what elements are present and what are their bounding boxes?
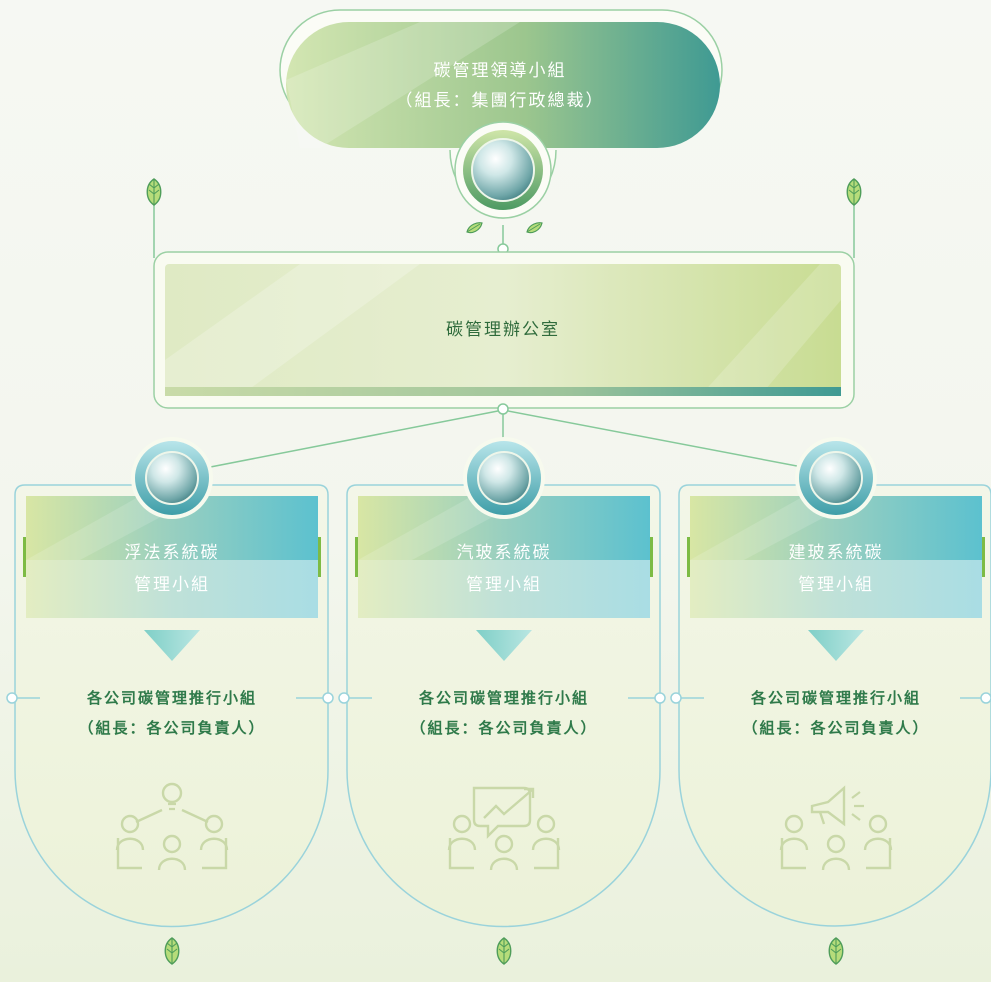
company-group-line1: 各公司碳管理推行小組: [86, 689, 257, 707]
leadership-node: [279, 9, 723, 255]
system-title-2: 汽玻系統碳 管理小組: [358, 537, 650, 601]
connector-lines: [153, 205, 855, 471]
system-column-1: [6, 437, 334, 965]
system-title-3: 建玻系統碳 管理小組: [690, 537, 982, 601]
system-title-line2: 管理小組: [134, 575, 210, 595]
leaf-icon: [466, 222, 483, 234]
leaf-icon: [526, 222, 543, 234]
leaf-icon: [146, 178, 162, 206]
leaf-icon: [828, 937, 844, 965]
system-title-line1: 建玻系統碳: [788, 543, 884, 563]
system-title-line1: 浮法系統碳: [124, 543, 220, 563]
team-megaphone-icon: [779, 785, 893, 872]
leadership-title-line2: （組長：集團行政總裁）: [395, 91, 605, 111]
company-group-line2: （組長：各公司負責人）: [78, 719, 266, 737]
company-group-text-3: 各公司碳管理推行小組 （組長：各公司負責人）: [696, 683, 976, 743]
system-column-2: [338, 437, 666, 965]
leadership-title-line1: 碳管理領導小組: [433, 61, 567, 81]
leaf-icon: [846, 178, 862, 206]
company-group-line1: 各公司碳管理推行小組: [418, 689, 589, 707]
team-idea-icon: [115, 782, 229, 872]
system-column-3: [670, 437, 991, 965]
system-title-1: 浮法系統碳 管理小組: [26, 537, 318, 601]
leaf-icon: [164, 937, 180, 965]
leaf-icon: [496, 937, 512, 965]
company-group-line2: （組長：各公司負責人）: [410, 719, 598, 737]
company-group-line2: （組長：各公司負責人）: [742, 719, 930, 737]
company-group-line1: 各公司碳管理推行小組: [750, 689, 921, 707]
system-title-line1: 汽玻系統碳: [456, 543, 552, 563]
office-title: 碳管理辦公室: [446, 320, 560, 340]
system-title-line2: 管理小組: [466, 575, 542, 595]
team-growth-chart-icon: [447, 786, 561, 872]
leadership-title: 碳管理領導小組 （組長：集團行政總裁）: [300, 56, 700, 116]
company-group-text-1: 各公司碳管理推行小組 （組長：各公司負責人）: [32, 683, 312, 743]
office-node: [153, 251, 855, 415]
system-title-line2: 管理小組: [798, 575, 874, 595]
company-group-text-2: 各公司碳管理推行小組 （組長：各公司負責人）: [364, 683, 644, 743]
